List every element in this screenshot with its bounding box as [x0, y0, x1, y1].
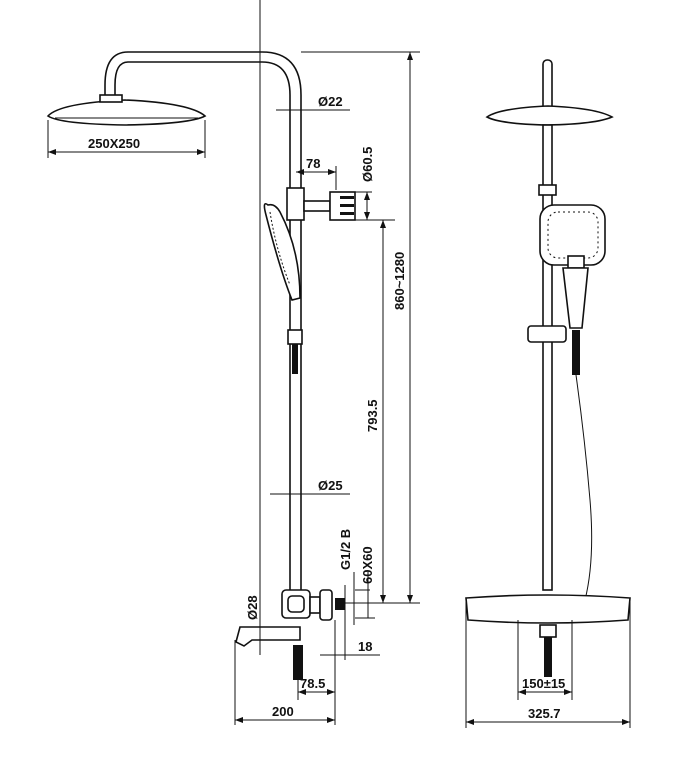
- rain-head-side: [46, 94, 207, 126]
- label-valve-offset: 78.5: [300, 676, 325, 691]
- dim-pipe: Ø25: [270, 478, 350, 495]
- hand-shower-side: [263, 202, 303, 374]
- front-view: 150±15 325.7: [465, 59, 631, 728]
- label-flange-size: 60X60: [360, 546, 375, 584]
- bath-shelf: [465, 594, 631, 677]
- dim-heights: 860~1280 793.5: [301, 51, 420, 604]
- dim-front: 150±15 325.7: [465, 600, 631, 728]
- label-pipe-dia: Ø25: [318, 478, 343, 493]
- hand-shower-front: [527, 204, 606, 601]
- label-thread: G1/2 B: [338, 529, 353, 570]
- label-pipe-top-dia: Ø22: [318, 94, 343, 109]
- label-head-size: 250X250: [88, 136, 140, 151]
- dim-bracket: 78 Ø60.5: [296, 147, 395, 221]
- dim-head-size: 250X250: [47, 120, 206, 158]
- label-lower-height: 793.5: [365, 399, 380, 432]
- label-center-distance: 150±15: [522, 676, 565, 691]
- holder-bracket: [286, 187, 356, 221]
- side-view: 250X250 Ø22 78 Ø60.5: [46, 0, 420, 725]
- label-height-range: 860~1280: [392, 252, 407, 310]
- mixer-valve: [235, 589, 345, 680]
- label-shelf-width: 325.7: [528, 706, 561, 721]
- label-spout-length: 200: [272, 704, 294, 719]
- top-arm: [114, 61, 291, 590]
- label-bracket-offset: 78: [306, 156, 320, 171]
- dim-pipe-top: Ø22: [276, 94, 350, 111]
- label-spout-dia: Ø28: [245, 595, 260, 620]
- label-holder-dia: Ø60.5: [360, 147, 375, 182]
- dim-valve: G1/2 B 60X60 Ø28 18 78.5 200: [234, 0, 380, 725]
- label-wall-offset: 18: [358, 639, 372, 654]
